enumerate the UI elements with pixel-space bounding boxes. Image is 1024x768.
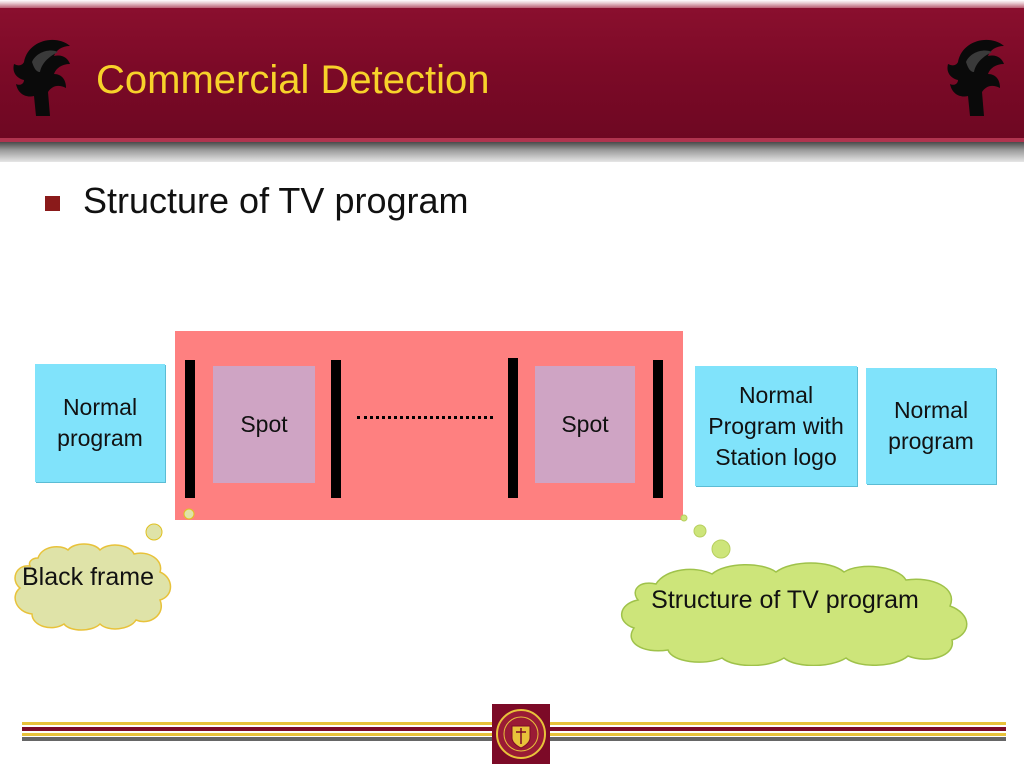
tv-structure-callout: [621, 562, 968, 666]
black-frame-callout: [14, 543, 172, 631]
spot-box-2: Spot: [535, 366, 635, 483]
header-banner: [0, 8, 1024, 142]
trojan-helmet-icon: [13, 39, 70, 116]
slide-title: Commercial Detection: [96, 58, 490, 102]
banner-divider: [0, 138, 1024, 142]
trojan-helmet-icon: [947, 39, 1004, 116]
normal-program-box-right: Normal program: [866, 368, 996, 484]
callout-tail-left: [145, 508, 195, 541]
spot-label-2: Spot: [561, 411, 609, 437]
ellipsis-dots: [357, 416, 493, 429]
black-frame-bar-4: [653, 360, 663, 498]
university-seal-icon: [492, 704, 550, 764]
tv-structure-callout-text: Structure of TV program: [651, 586, 919, 614]
normal-program-label-right: Normal program: [888, 397, 974, 454]
bullet-text: Structure of TV program: [83, 180, 469, 221]
black-frame-bar-1: [185, 360, 195, 498]
normal-program-logo-box: Normal Program with Station logo: [695, 366, 857, 486]
black-frame-bar-2: [331, 360, 341, 498]
callout-tail-right: [680, 514, 731, 559]
black-frame-callout-text: Black frame: [22, 563, 154, 591]
normal-program-label-left: Normal program: [57, 394, 143, 451]
black-frame-bar-3: [508, 358, 518, 498]
banner-top-line: [0, 0, 1024, 8]
banner-shadow: [0, 142, 1024, 162]
spot-label-1: Spot: [240, 411, 288, 437]
bullet-marker: [45, 196, 60, 211]
normal-program-box-left: Normal program: [35, 364, 165, 482]
spot-box-1: Spot: [213, 366, 315, 483]
normal-program-logo-label: Normal Program with Station logo: [708, 381, 844, 470]
